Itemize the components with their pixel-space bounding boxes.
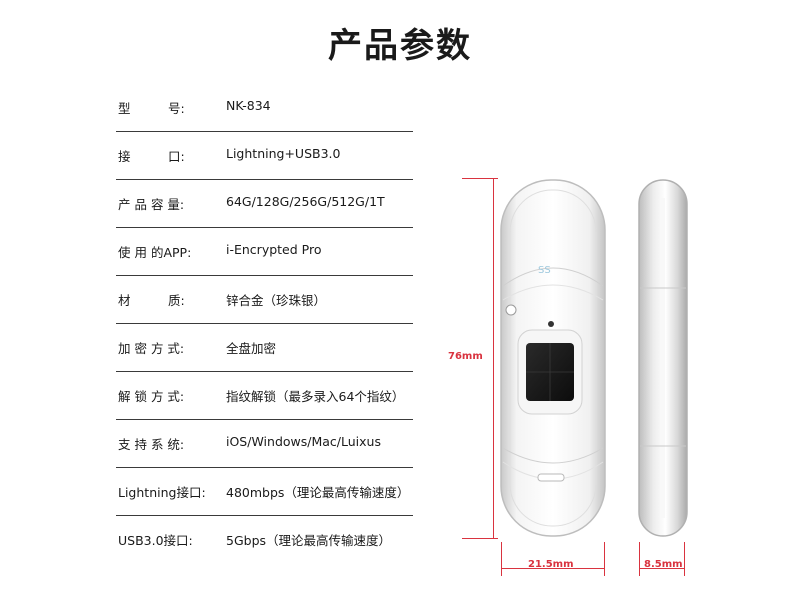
spec-value: 64G/128G/256G/512G/1T [226,194,385,209]
spec-label: 型 号: [118,101,185,116]
spec-label: USB3.0接口: [118,533,193,548]
usb-drive-front-image: SS [500,179,606,537]
width-dimension-line [501,568,605,569]
width-dimension-label: 21.5mm [528,559,574,570]
spec-label: Lightning接口: [118,485,206,500]
spec-row-interface: 接 口: Lightning+USB3.0 [116,132,413,180]
spec-row-model: 型 号: NK-834 [116,84,413,132]
spec-row-lightning: Lightning接口: 480mbps（理论最高传输速度） [116,468,413,516]
spec-value: 全盘加密 [226,341,277,356]
thickness-dimension-line [639,568,685,569]
spec-label: 使 用 的APP: [118,245,192,260]
spec-value: 5Gbps（理论最高传输速度） [226,533,392,548]
spec-row-encryption: 加 密 方 式: 全盘加密 [116,324,413,372]
thickness-dimension-label: 8.5mm [644,559,683,570]
usb-drive-side-image [638,179,688,537]
spec-value: 480mbps（理论最高传输速度） [226,485,410,500]
spec-label: 支 持 系 统: [118,437,185,452]
page-title: 产品参数 [328,26,472,66]
spec-label: 接 口: [118,149,185,164]
thickness-dimension-tick-right [684,542,685,576]
usb-logo: SS [538,265,551,276]
width-dimension-tick-right [604,542,605,576]
height-dimension-tick-top [462,178,498,179]
height-dimension-line [493,178,494,538]
spec-row-usb3: USB3.0接口: 5Gbps（理论最高传输速度） [116,516,413,563]
spec-row-capacity: 产 品 容 量: 64G/128G/256G/512G/1T [116,180,413,228]
height-dimension-label: 76mm [448,351,483,362]
width-dimension-tick-left [501,542,502,576]
spec-value: Lightning+USB3.0 [226,146,341,161]
spec-label: 材 质: [118,293,185,308]
spec-value: NK-834 [226,98,271,113]
spec-value: 锌合金（珍珠银） [226,293,327,308]
spec-label: 解 锁 方 式: [118,389,185,404]
spec-row-material: 材 质: 锌合金（珍珠银） [116,276,413,324]
spec-value: iOS/Windows/Mac/Luixus [226,434,381,449]
spec-label: 加 密 方 式: [118,341,185,356]
height-dimension-tick-bottom [462,538,498,539]
spec-row-systems: 支 持 系 统: iOS/Windows/Mac/Luixus [116,420,413,468]
spec-value: 指纹解锁（最多录入64个指纹） [226,389,405,404]
product-illustration: SS 76mm 21.5mm 8.5mm [440,160,800,600]
spec-value: i-Encrypted Pro [226,242,322,257]
spec-label: 产 品 容 量: [118,197,185,212]
spec-row-app: 使 用 的APP: i-Encrypted Pro [116,228,413,276]
spec-row-unlock: 解 锁 方 式: 指纹解锁（最多录入64个指纹） [116,372,413,420]
thickness-dimension-tick-left [639,542,640,576]
spec-table: 型 号: NK-834 接 口: Lightning+USB3.0 产 品 容 … [116,84,413,563]
